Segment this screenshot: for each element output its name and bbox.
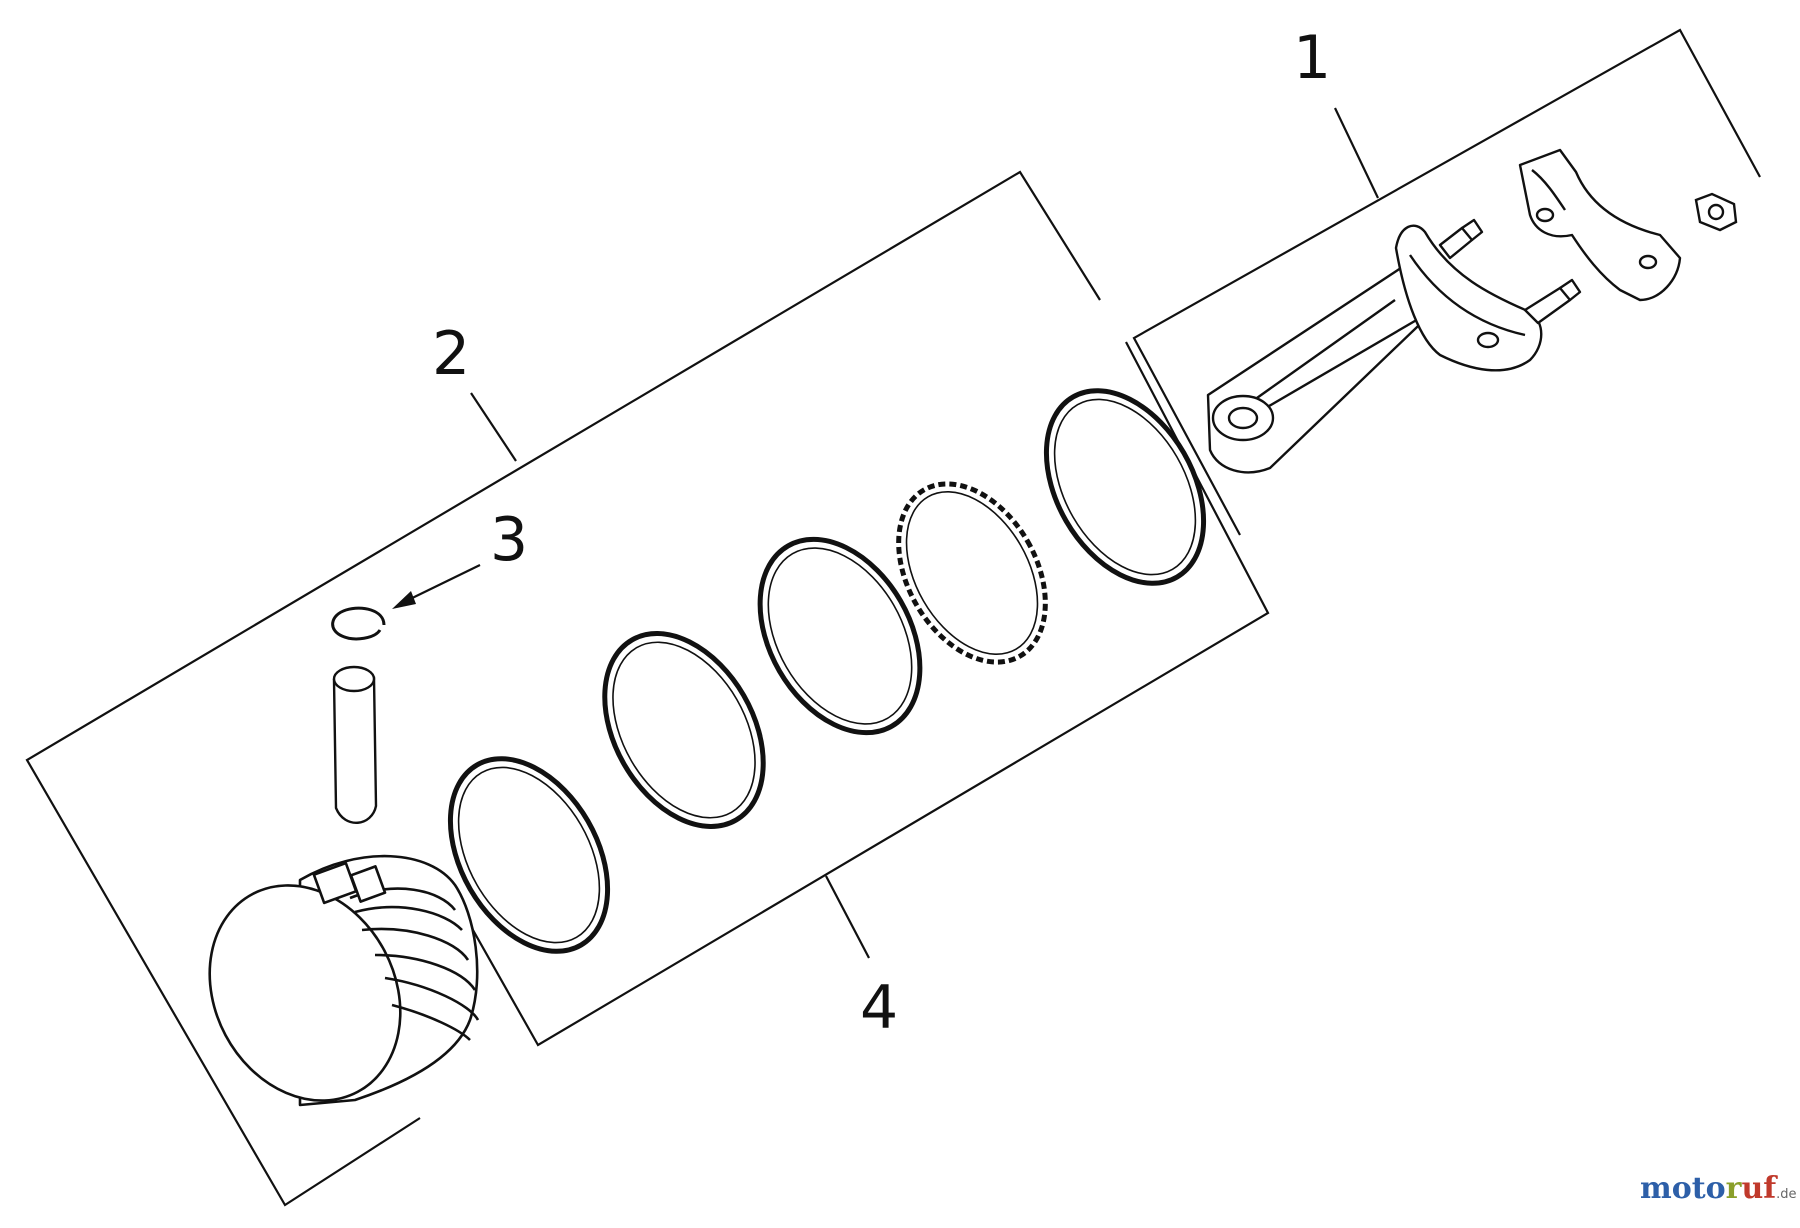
callout-4: 4 [860, 973, 898, 1043]
piston [208, 854, 480, 1107]
piston-rings [447, 388, 1207, 954]
ring-4 [896, 481, 1048, 665]
piston-pin [332, 665, 378, 824]
ring-1 [447, 756, 611, 954]
rod-nut [1694, 192, 1738, 232]
watermark-part-b: r [1726, 1171, 1743, 1206]
retaining-clip [331, 606, 386, 641]
leader-arrow-3 [392, 564, 481, 609]
watermark-part-a: moto [1640, 1171, 1726, 1206]
svg-text:motoruf.de: motoruf.de [1640, 1171, 1797, 1206]
bracket-group-2 [25, 170, 1101, 1207]
connecting-rod [1206, 218, 1582, 474]
ring-5 [1043, 388, 1207, 586]
callout-3: 3 [490, 505, 528, 575]
ring-3 [757, 536, 923, 736]
bracket-group-1 [1132, 28, 1761, 536]
callout-2: 2 [432, 319, 470, 389]
callout-1: 1 [1293, 23, 1331, 93]
watermark: motoruf.de [1640, 1171, 1797, 1206]
rod-cap [1518, 148, 1682, 302]
ring-2 [602, 631, 766, 829]
watermark-part-c: uf [1741, 1171, 1778, 1206]
watermark-suffix: .de [1776, 1187, 1796, 1202]
